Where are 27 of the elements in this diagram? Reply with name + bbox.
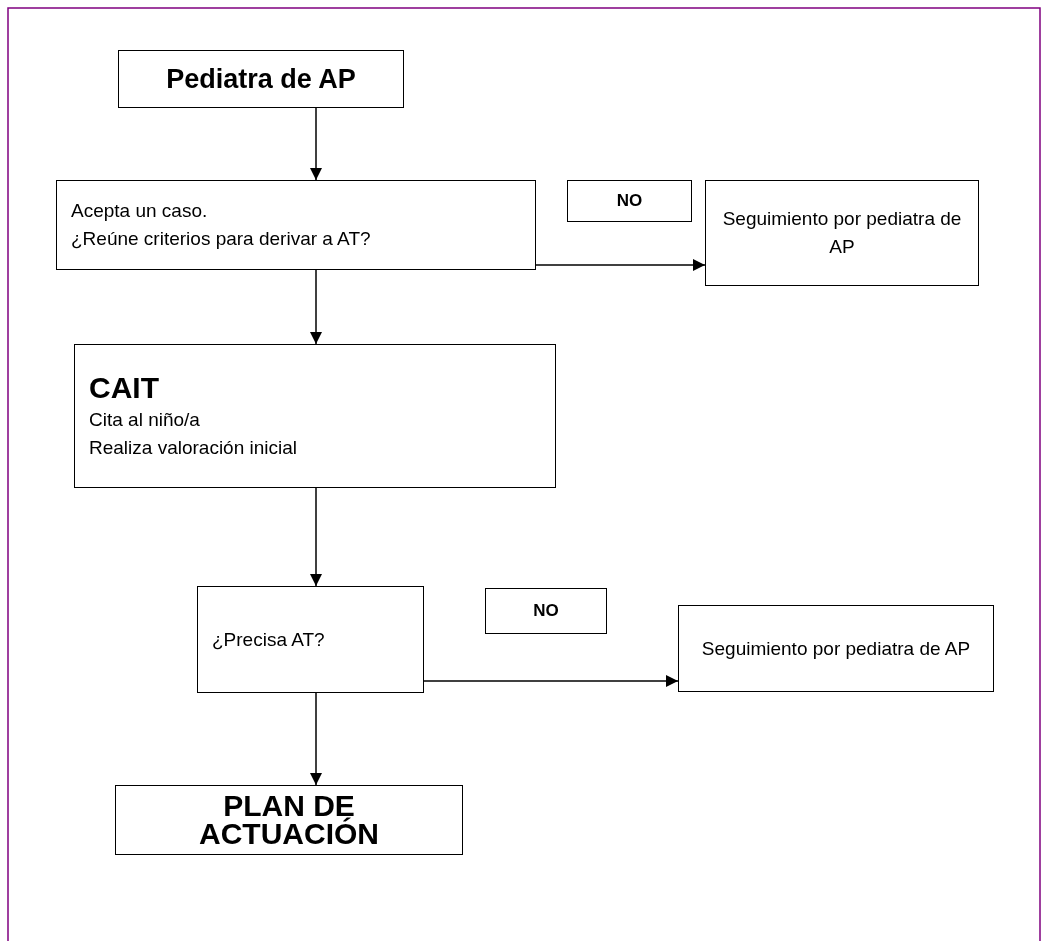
box-heading: Pediatra de AP: [165, 65, 357, 93]
arrow: [310, 107, 322, 181]
arrow: [423, 675, 679, 687]
process-box: [118, 50, 404, 108]
arrow: [310, 269, 322, 345]
process-box: [74, 344, 556, 488]
box-text: ¿Precisa AT?: [212, 627, 326, 652]
process-box: [115, 785, 463, 855]
box-heading: CAIT: [89, 370, 160, 406]
arrow: [535, 259, 706, 271]
answer-box: [567, 180, 692, 222]
decision-box: [56, 180, 536, 270]
process-box: [705, 180, 979, 286]
box-heading: NO: [615, 190, 644, 212]
box-heading: NO: [532, 600, 560, 622]
box-text: Realiza valoración inicial: [89, 436, 299, 460]
process-box: [678, 605, 994, 692]
box-heading: PLAN DE ACTUACIÓN: [198, 792, 380, 848]
answer-box: [485, 588, 607, 634]
decision-box: [197, 586, 424, 693]
box-text: Cita al niño/a: [89, 408, 201, 432]
arrow: [310, 692, 322, 786]
arrow: [310, 487, 322, 587]
box-text: Acepta un caso.: [71, 199, 209, 223]
box-text: Seguimiento por pediatra de AP: [721, 207, 963, 259]
box-text: Seguimiento por pediatra de AP: [700, 636, 972, 661]
box-text: ¿Reúne criterios para derivar a AT?: [71, 227, 372, 251]
